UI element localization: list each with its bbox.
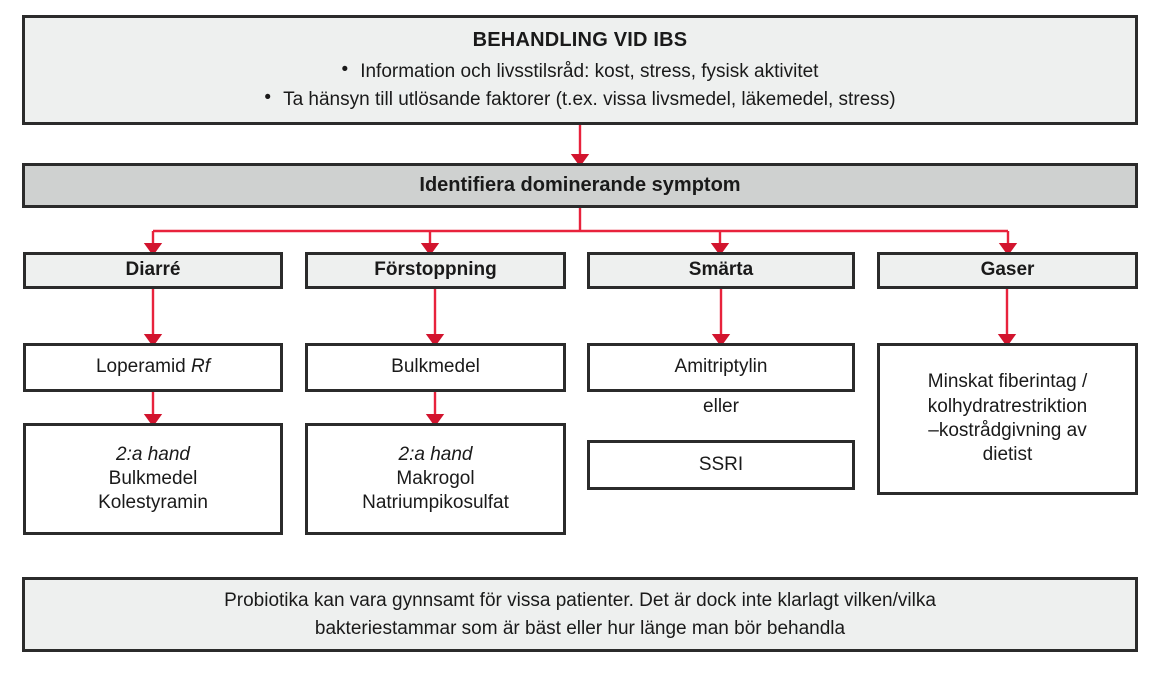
top-bullet-1: • Information och livsstilsråd: kost, st… [342, 60, 819, 84]
column-header-label: Förstoppning [374, 259, 497, 281]
column-header-label: Gaser [980, 259, 1035, 281]
treatment-box-smarta-first-line: Amitriptylin [587, 343, 855, 392]
treatment-line: Kolestyramin [98, 492, 208, 514]
treatment-line: Bulkmedel [391, 355, 480, 379]
column-header-forstoppning: Förstoppning [305, 252, 566, 289]
treatment-line: –kostrådgivning av [928, 420, 1087, 441]
treatment-line: SSRI [698, 453, 744, 475]
treatment-line: Minskat fiberintag / [927, 371, 1088, 393]
treatment-text: Bulkmedel [391, 356, 480, 378]
treatment-line: Loperamid Rf [96, 355, 210, 379]
treatment-emphasis: Rf [191, 356, 211, 378]
treatment-line: Amitriptylin [675, 355, 768, 379]
top-bullet-1-text: Information och livsstilsråd: kost, stre… [360, 61, 819, 83]
probiotics-note-box: Probiotika kan vara gynnsamt för vissa p… [22, 577, 1138, 652]
column-header-diarre: Diarré [23, 252, 283, 289]
treatment-box-diarre-second-line: 2:a hand Bulkmedel Kolestyramin [23, 423, 283, 535]
column-header-label: Smärta [688, 259, 754, 281]
smarta-connector-label: eller [703, 396, 739, 417]
identify-symptom-label: Identifiera dominerande symptom [419, 173, 741, 196]
treatment-line: Bulkmedel [108, 467, 198, 489]
treatment-line: Natriumpikosulfat [362, 492, 509, 514]
top-banner-box: BEHANDLING VID IBS • Information och liv… [22, 15, 1138, 125]
treatment-line: kolhydratrestriktion [927, 395, 1088, 417]
treatment-box-gaser: Minskat fiberintag / kolhydratrestriktio… [877, 343, 1138, 495]
identify-symptom-box: Identifiera dominerande symptom [22, 163, 1138, 208]
column-header-smarta: Smärta [587, 252, 855, 289]
treatment-box-forstoppning-second-line: 2:a hand Makrogol Natriumpikosulfat [305, 423, 566, 535]
treatment-line: dietist [982, 444, 1033, 466]
treatment-box-diarre-first-line: Loperamid Rf [23, 343, 283, 392]
column-header-gaser: Gaser [877, 252, 1138, 289]
column-header-label: Diarré [125, 259, 181, 281]
top-bullet-2-text: Ta hänsyn till utlösande faktorer (t.ex.… [283, 88, 896, 110]
treatment-text: Loperamid [95, 356, 192, 378]
treatment-box-forstoppning-first-line: Bulkmedel [305, 343, 566, 392]
second-line-emphasis: 2:a hand [398, 443, 473, 465]
second-line-emphasis: 2:a hand [116, 443, 190, 465]
treatment-line: Makrogol [396, 467, 475, 489]
bullet-dot-icon: • [264, 86, 272, 108]
page-title: BEHANDLING VID IBS [472, 28, 688, 51]
treatment-box-smarta-second-line: SSRI [587, 440, 855, 490]
probiotics-note-line: Probiotika kan vara gynnsamt för vissa p… [224, 589, 936, 611]
treatment-text: Amitriptylin [674, 356, 768, 378]
bullet-dot-icon: • [341, 59, 349, 81]
top-bullet-2: • Ta hänsyn till utlösande faktorer (t.e… [264, 88, 895, 112]
probiotics-note-line: bakteriestammar som är bäst eller hur lä… [314, 617, 846, 639]
